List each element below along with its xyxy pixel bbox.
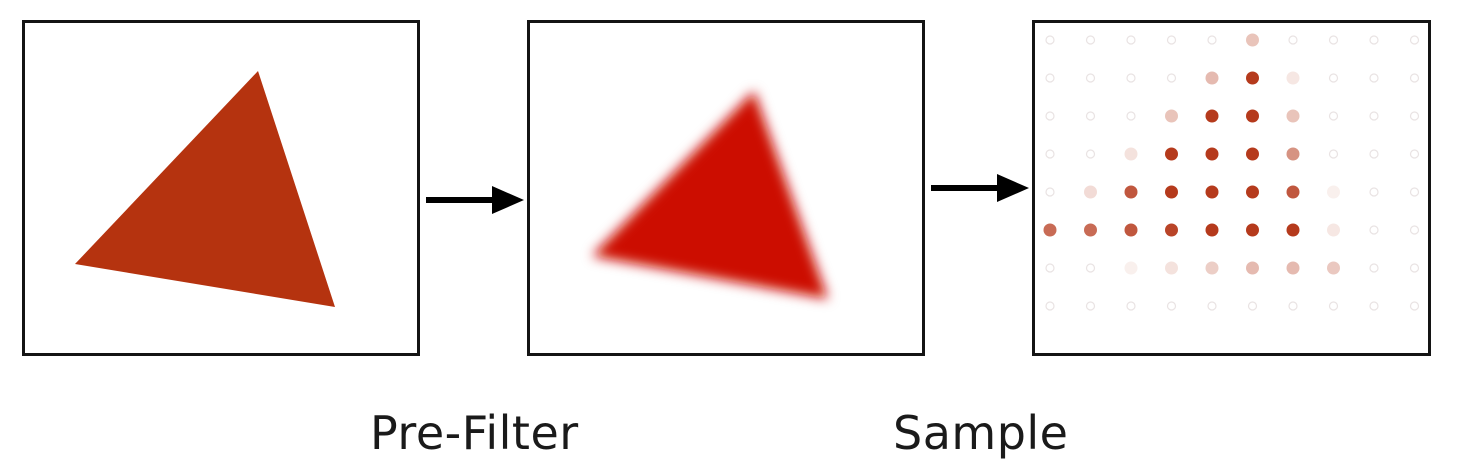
sample-dot xyxy=(1084,223,1097,237)
sample-dot xyxy=(1409,149,1420,159)
sample-dot xyxy=(1328,149,1339,159)
sample-dot xyxy=(1124,147,1138,161)
sample-dot xyxy=(1327,261,1340,275)
sample-dot xyxy=(1369,149,1379,159)
sample-dot xyxy=(1246,223,1259,237)
sample-dot xyxy=(1085,301,1096,311)
sample-dot xyxy=(1165,109,1178,123)
sample-dot xyxy=(1205,223,1219,237)
sample-dot xyxy=(1328,111,1339,121)
sample-dot xyxy=(1166,73,1177,83)
sample-dot xyxy=(1246,261,1259,275)
sample-dot xyxy=(1084,185,1097,199)
sample-dot xyxy=(1327,223,1340,237)
sample-dot xyxy=(1409,263,1420,273)
sample-dot xyxy=(1205,261,1219,275)
sample-dot xyxy=(1124,223,1138,237)
sample-dot xyxy=(1045,301,1055,311)
sample-dot xyxy=(1409,225,1420,235)
sample-dot xyxy=(1207,301,1217,311)
sample-dot xyxy=(1247,301,1258,311)
sample-dot xyxy=(1085,73,1096,83)
sample-dot xyxy=(1085,149,1096,159)
sample-dot xyxy=(1126,35,1136,45)
sample-dot xyxy=(1246,71,1259,85)
sample-dot xyxy=(1286,109,1300,123)
sample-dot xyxy=(1369,73,1379,83)
sample-dot xyxy=(1124,261,1138,275)
sample-dot xyxy=(1246,147,1259,161)
sample-dot xyxy=(1328,73,1339,83)
sample-dot xyxy=(1045,35,1055,45)
blurred-triangle-panel xyxy=(527,20,925,356)
sample-dot xyxy=(1409,301,1420,311)
sample-dot xyxy=(1328,301,1339,311)
sample-dot xyxy=(1124,185,1138,199)
sample-dot xyxy=(1288,301,1298,311)
sample-dot xyxy=(1165,261,1178,275)
sample-dot xyxy=(1205,71,1219,85)
sample-dot xyxy=(1286,261,1300,275)
sample-dot xyxy=(1288,35,1298,45)
sample-dot xyxy=(1205,109,1219,123)
sample-dot xyxy=(1286,147,1300,161)
sample-dot xyxy=(1409,187,1420,197)
sample-dot xyxy=(1246,109,1259,123)
sample-dot xyxy=(1369,35,1379,45)
sample-dot xyxy=(1369,263,1379,273)
sample-dot xyxy=(1165,223,1178,237)
sample-dot xyxy=(1045,187,1055,197)
sample-dot xyxy=(1045,263,1055,273)
sample-caption: Sample xyxy=(893,406,1069,460)
sample-dot xyxy=(1085,111,1096,121)
sample-dot xyxy=(1286,223,1300,237)
sample-dot xyxy=(1409,111,1420,121)
original-triangle-panel xyxy=(22,20,420,356)
sample-dot xyxy=(1369,187,1379,197)
sample-dot xyxy=(1085,263,1096,273)
sample-dot xyxy=(1043,223,1057,237)
sample-dot xyxy=(1045,73,1055,83)
sample-dot xyxy=(1045,111,1055,121)
arrow-right-icon xyxy=(426,186,524,214)
sample-dot xyxy=(1126,301,1136,311)
sample-dot xyxy=(1165,147,1178,161)
sample-dot xyxy=(1205,147,1219,161)
sample-dot xyxy=(1166,301,1177,311)
sample-grid-canvas xyxy=(1043,33,1420,311)
sample-dot xyxy=(1286,71,1300,85)
sample-dot xyxy=(1207,35,1217,45)
blurred-triangle xyxy=(592,91,828,299)
sample-dot xyxy=(1286,185,1300,199)
sample-dot xyxy=(1327,185,1340,199)
sampled-dots-panel xyxy=(1032,20,1431,356)
arrow-right-icon xyxy=(931,174,1029,202)
prefilter-caption: Pre-Filter xyxy=(370,406,579,460)
sample-dot xyxy=(1369,111,1379,121)
sample-dot xyxy=(1165,185,1178,199)
sample-dot xyxy=(1166,35,1177,45)
sample-dot xyxy=(1085,35,1096,45)
sample-dot xyxy=(1246,33,1259,47)
blurred-triangle-canvas xyxy=(592,91,828,299)
original-triangle-canvas xyxy=(75,71,335,307)
original-triangle xyxy=(75,71,335,307)
sample-dot xyxy=(1409,73,1420,83)
sample-dot xyxy=(1126,73,1136,83)
sample-dot xyxy=(1246,185,1259,199)
sample-dot xyxy=(1126,111,1136,121)
sample-dot xyxy=(1045,149,1055,159)
sample-dot xyxy=(1205,185,1219,199)
sample-dot xyxy=(1369,225,1379,235)
sample-dot xyxy=(1328,35,1339,45)
sample-dot xyxy=(1369,301,1379,311)
sample-dot xyxy=(1409,35,1420,45)
